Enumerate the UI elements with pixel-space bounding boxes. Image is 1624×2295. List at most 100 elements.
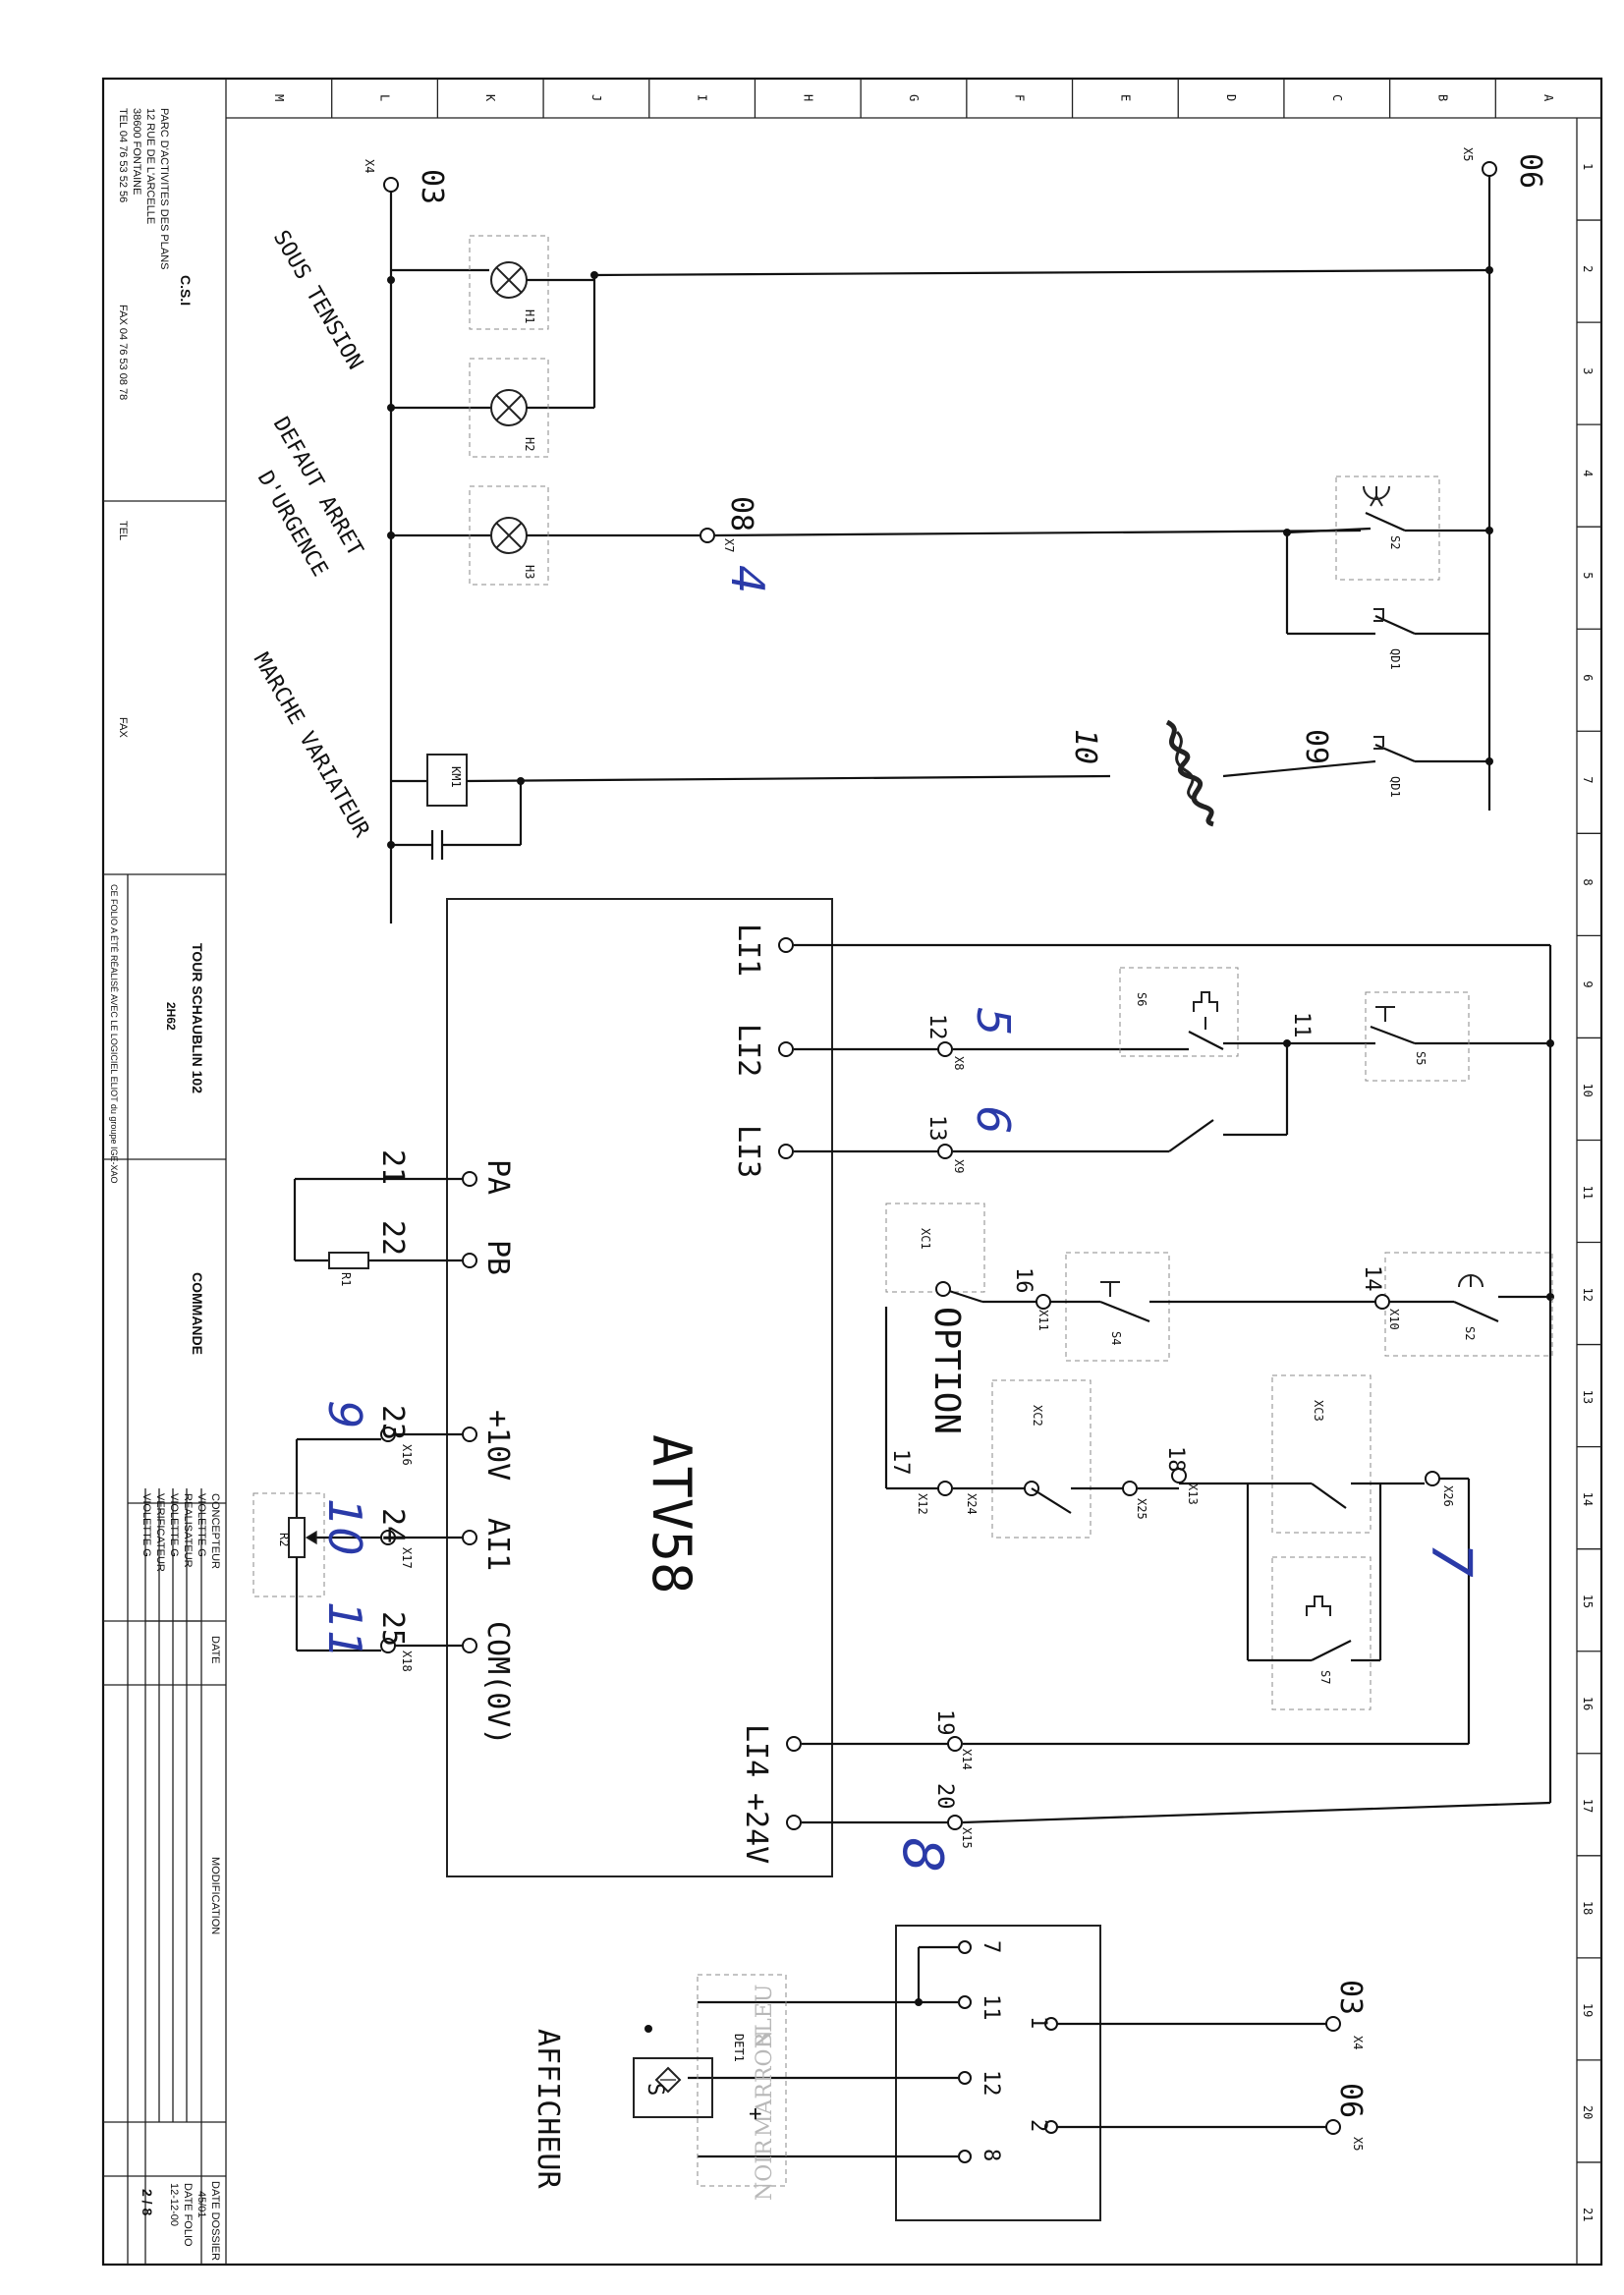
h3-label: H3 [523, 565, 536, 579]
x25-label: X25 [1135, 1498, 1148, 1520]
column-label: F [1013, 94, 1027, 101]
r1-label: R1 [339, 1272, 353, 1286]
sensor-det1 [633, 1974, 787, 2187]
wire-black-label: NOIR [753, 2138, 777, 2201]
client-fax: FAX [117, 717, 129, 738]
wire-14: 14 [1360, 1265, 1384, 1292]
xc1-label: XC1 [919, 1228, 932, 1250]
wire-16: 16 [1011, 1267, 1036, 1294]
row-label: 11 [1581, 1186, 1595, 1200]
qd1-contact-1 [1285, 532, 1489, 636]
page-number: 2 / 8 [140, 2189, 155, 2215]
li3-label: LI3 [731, 1125, 765, 1178]
handwritten-10: 10 [318, 1498, 371, 1556]
x13-label: X13 [1186, 1483, 1200, 1505]
x14-label: X14 [960, 1749, 974, 1770]
wire-25: 25 [375, 1611, 410, 1647]
company-name: C.S.I [178, 275, 194, 306]
row-label: 12 [1581, 1288, 1595, 1302]
label-marche-variateur: MARCHE VARIATEUR [249, 649, 374, 843]
lamp-h1 [391, 235, 594, 330]
disp-term-2: 2 [1026, 2119, 1050, 2132]
display-unit [688, 1925, 1341, 2221]
plus24-label: +24V [739, 1793, 773, 1864]
wire-18: 18 [1163, 1446, 1188, 1473]
column-label: L [378, 94, 392, 101]
xc2-label: XC2 [1031, 1405, 1044, 1427]
disp-wire-06: 06 [1333, 2083, 1368, 2118]
row-label: 17 [1581, 1799, 1595, 1813]
row-label: 13 [1581, 1390, 1595, 1404]
sheet-title: COMMANDE [190, 1272, 205, 1355]
terminal-x5: X5 [1461, 147, 1475, 161]
wire-22: 22 [375, 1220, 410, 1256]
producer-name: VIOLETTE G [168, 1493, 180, 1557]
sensor-plus: + [743, 2107, 767, 2120]
r2-label: R2 [277, 1533, 291, 1546]
scribble-correction [1165, 719, 1214, 827]
column-label: J [589, 94, 603, 101]
wire-23: 23 [375, 1405, 410, 1440]
qd1-label-1: QD1 [1388, 648, 1402, 670]
x17-label: X17 [400, 1547, 414, 1569]
h1-label: H1 [523, 309, 536, 323]
software-notice: CE FOLIO A ÉTÉ RÉALISÉ AVEC LE LOGICIEL … [109, 884, 119, 1183]
row-label: 7 [1581, 776, 1595, 783]
pb-label: PB [480, 1240, 515, 1275]
row-label: 14 [1581, 1492, 1595, 1506]
project-code: 2H62 [164, 1002, 178, 1031]
wire-17: 17 [888, 1449, 913, 1476]
column-label: G [907, 94, 921, 101]
outer-frame [101, 77, 1603, 2267]
x10-label: X10 [1387, 1309, 1401, 1330]
label-sous-tension: SOUS TENSION [268, 227, 367, 374]
wire-11: 11 [1289, 1012, 1314, 1038]
km1-label: KM1 [449, 766, 463, 788]
atv58-drive-box [446, 898, 833, 1877]
row-label: 20 [1581, 2105, 1595, 2119]
terminal-x4: X4 [363, 159, 376, 173]
s6-label: S6 [1135, 992, 1148, 1006]
com-label: COM(0V) [480, 1621, 515, 1745]
xc-circuit [953, 1374, 1471, 1744]
disp-x5: X5 [1351, 2137, 1365, 2151]
wire-03: 03 [415, 169, 449, 204]
x26-label: X26 [1441, 1485, 1455, 1507]
disp-wire-03: 03 [1333, 1980, 1368, 2015]
row-label: 4 [1581, 470, 1595, 476]
x16-label: X16 [400, 1444, 414, 1466]
s2-label: S2 [1388, 535, 1402, 549]
row-label: 5 [1581, 572, 1595, 579]
wire-brown-label: MARRON [753, 2030, 777, 2137]
wire-08: 08 [724, 496, 758, 532]
wire-12: 12 [924, 1014, 949, 1040]
row-label: 3 [1581, 367, 1595, 374]
potentiometer-r2 [252, 1427, 462, 1653]
disp-term-8: 8 [979, 2149, 1003, 2161]
li-circuits [794, 943, 1554, 1803]
column-label: A [1541, 94, 1555, 102]
li2-label: LI2 [731, 1024, 765, 1077]
row-label: 6 [1581, 674, 1595, 681]
option-circuit [884, 1203, 1553, 1496]
checker-name: VIOLETTE G [140, 1493, 152, 1557]
s7-label: S7 [1318, 1670, 1332, 1684]
designer-label: CONCEPTEUR [209, 1493, 221, 1569]
x11-label: X11 [1036, 1310, 1050, 1331]
row-label: 18 [1581, 1901, 1595, 1915]
terminal-08 [700, 528, 715, 543]
li4-label: LI4 [739, 1724, 773, 1777]
producer-label: REALISATEUR [182, 1493, 194, 1568]
row-label: 9 [1581, 980, 1595, 987]
company-address-1: PARC D'ACTIVITES DES PLANS [158, 108, 170, 270]
row-label: 8 [1581, 878, 1595, 885]
handwritten-4: 4 [721, 565, 774, 593]
dossier-value: 45/01 [196, 2191, 207, 2218]
x9-label: X9 [952, 1159, 966, 1173]
disp-term-1: 1 [1026, 2016, 1050, 2029]
disp-term-7: 7 [979, 1940, 1003, 1953]
title-block: C.S.I PARC D'ACTIVITES DES PLANS 12 RUE … [103, 108, 226, 2265]
